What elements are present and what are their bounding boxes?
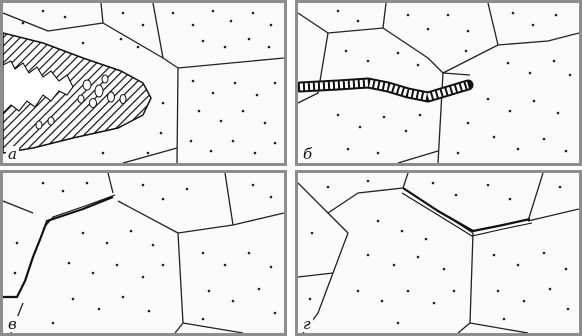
grain-boundaries — [3, 173, 284, 333]
intergranular-crack — [3, 197, 113, 297]
panel-a-drawing — [3, 3, 284, 163]
panel-label-v: в — [6, 316, 19, 332]
panel-label-a: а — [6, 146, 19, 162]
dots-g — [309, 180, 570, 325]
panel-label-g: г — [301, 316, 313, 332]
panel-v-drawing — [3, 173, 284, 333]
panel-g-drawing — [298, 173, 579, 333]
closed-crack — [403, 188, 530, 231]
panel-a: а — [0, 0, 287, 166]
grain-boundaries — [298, 173, 579, 333]
panel-v: в — [0, 170, 287, 336]
panel-b: б — [295, 0, 582, 166]
panel-label-b: б — [301, 146, 314, 162]
panel-g: г — [295, 170, 582, 336]
panel-b-drawing — [298, 3, 579, 163]
dots-v — [14, 182, 277, 325]
